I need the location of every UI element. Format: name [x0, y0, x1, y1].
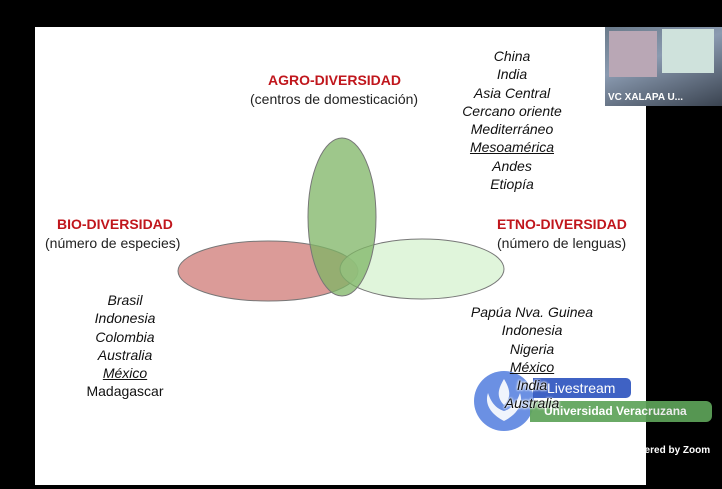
powered-by-zoom: Powered by Zoom	[624, 445, 711, 456]
bio-title: BIO-DIVERSIDAD	[57, 216, 173, 232]
list-item: Andes	[492, 157, 532, 174]
etno-subtitle: (número de lenguas)	[497, 235, 627, 251]
video-screen-right	[662, 29, 714, 73]
list-item: India	[496, 66, 528, 83]
list-item: México	[102, 365, 148, 382]
uv-logo-icon	[474, 371, 534, 431]
bio-list: Brasil Indonesia Colombia Australia Méxi…	[75, 291, 175, 401]
list-item: Madagascar	[86, 383, 164, 400]
etno-title: ETNO-DIVERSIDAD	[497, 216, 627, 232]
list-item: Brasil	[107, 292, 143, 308]
list-item: Nigeria	[509, 340, 555, 357]
list-item: Mediterráneo	[470, 121, 554, 138]
agro-title: AGRO-DIVERSIDAD	[268, 72, 402, 88]
list-item: Australia	[97, 346, 153, 363]
bio-subtitle: (número de especies)	[45, 235, 181, 251]
list-item: Indonesia	[94, 310, 156, 327]
etno-list: Papúa Nva. Guinea Indonesia Nigeria Méxi…	[460, 303, 604, 413]
list-item: México	[509, 358, 555, 375]
list-item: Cercano oriente	[462, 102, 562, 119]
list-item: India	[516, 377, 548, 394]
presentation-slide: AGRO-DIVERSIDAD (centros de domesticació…	[35, 27, 646, 485]
list-item: China	[493, 48, 531, 64]
list-item: Colombia	[95, 328, 155, 345]
list-item: Etiopía	[490, 176, 534, 193]
list-item: Indonesia	[501, 322, 563, 339]
list-item: Mesoamérica	[469, 139, 555, 156]
livestream-banner: Livestream	[533, 378, 631, 398]
list-item: Asia Central	[473, 84, 551, 101]
list-item: Papúa Nva. Guinea	[470, 304, 594, 320]
brand-banner: Universidad Veracruzana	[530, 401, 712, 422]
venn-diagram	[177, 137, 505, 302]
participant-label: VC XALAPA U...	[608, 92, 684, 103]
agro-ellipse	[307, 137, 377, 297]
list-item: Australia	[504, 395, 560, 412]
video-screen-left	[609, 31, 657, 77]
agro-list: China India Asia Central Cercano oriente…	[455, 47, 569, 193]
participant-video-thumbnail[interactable]: VC XALAPA U...	[605, 27, 722, 106]
agro-subtitle: (centros de domesticación)	[250, 91, 419, 107]
